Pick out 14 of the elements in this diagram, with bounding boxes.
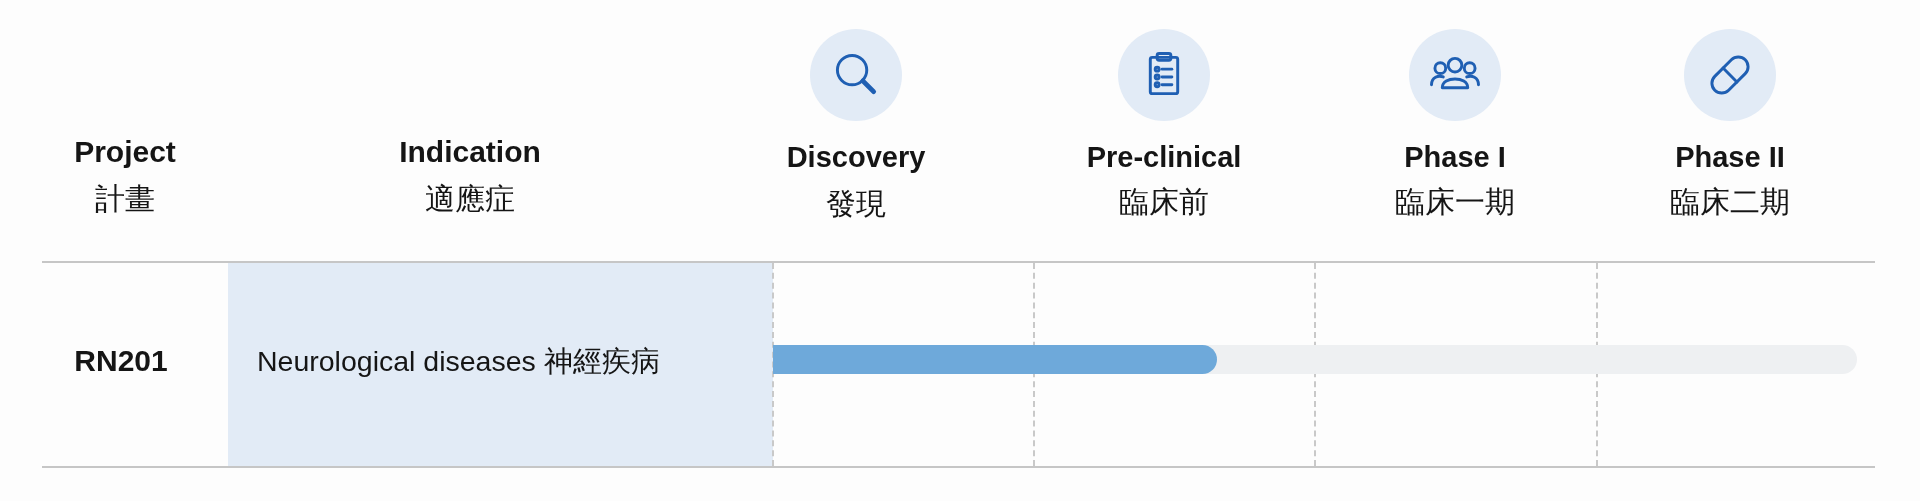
column-subheader: 臨床二期 bbox=[1670, 184, 1790, 220]
column-header: Indication bbox=[399, 134, 541, 170]
column-header: Project bbox=[74, 134, 176, 170]
project-name: RN201 bbox=[74, 343, 168, 379]
column-subheader: 適應症 bbox=[425, 181, 515, 217]
column-subheader: 臨床前 bbox=[1119, 184, 1209, 220]
column-header: Discovery bbox=[786, 141, 926, 175]
column-header: Pre-clinical bbox=[1086, 141, 1242, 175]
column-subheader: 計畫 bbox=[95, 181, 155, 217]
column-header: Phase I bbox=[1404, 141, 1506, 175]
indication-text: Neurological diseases 神經疾病 bbox=[257, 344, 660, 378]
column-subheader: 臨床一期 bbox=[1395, 184, 1515, 220]
column-subheader: 發現 bbox=[826, 186, 886, 222]
column-header: Phase II bbox=[1675, 141, 1785, 175]
